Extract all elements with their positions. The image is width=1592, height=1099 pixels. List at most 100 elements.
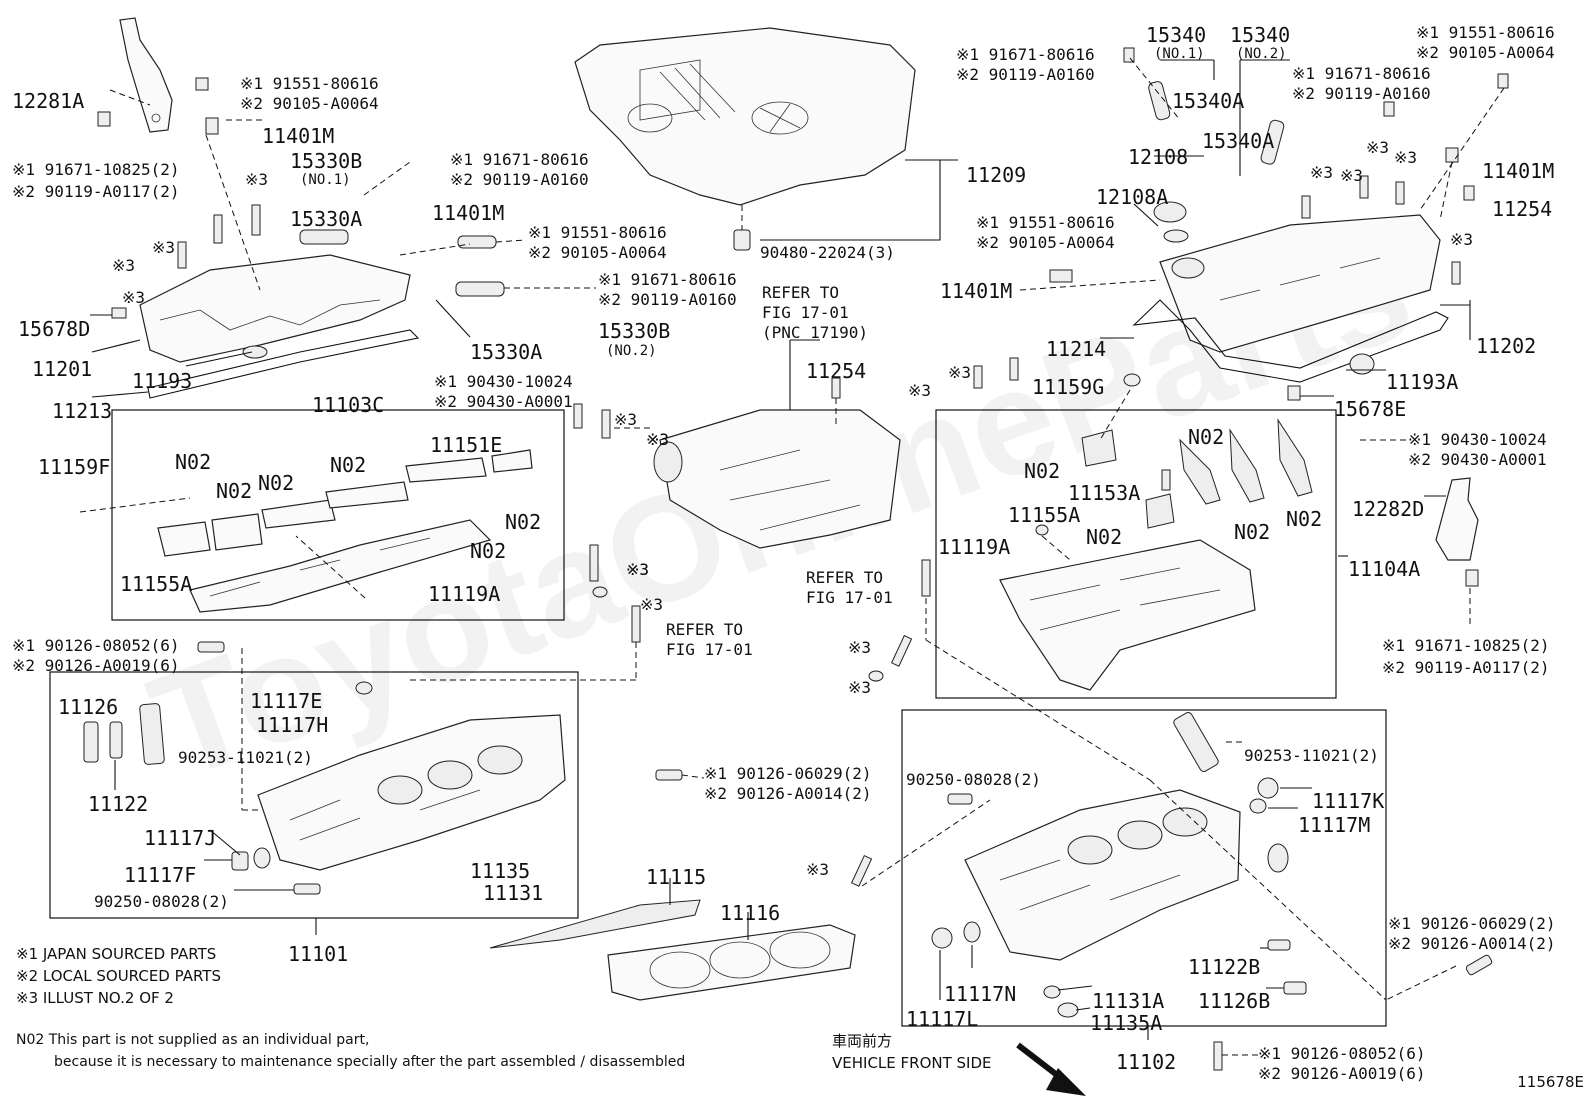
front-side-jp: 車両前方 <box>832 1032 893 1050</box>
part-label-l12: 15330A <box>290 207 362 231</box>
part-label-l9: ※1 91671-80616 <box>450 150 589 169</box>
part-label-l45: ※3 <box>626 560 649 579</box>
part-label-l132: 11135A <box>1090 1011 1162 1035</box>
part-label-l21: 15678D <box>18 317 90 341</box>
part-label-l93: 11401M <box>1482 159 1554 183</box>
bracket-12281a <box>119 17 173 133</box>
part-label-l42: 11119A <box>428 582 500 606</box>
cylinder-head-11101 <box>257 714 566 871</box>
part-label-l92: ※3 <box>1340 166 1363 185</box>
part-label-l57: 11135 <box>470 859 530 883</box>
part-label-l112: 11155A <box>1008 503 1080 527</box>
part-label-l51: 11126 <box>58 695 118 719</box>
part-label-l6: ※2 90119-A0117(2) <box>12 182 180 201</box>
part-label-l104: 11159G <box>1032 375 1104 399</box>
part-label-l118: 11104A <box>1348 557 1420 581</box>
part-label-l120: ※2 90119-A0117(2) <box>1382 658 1550 677</box>
part-label-l17: ※3 <box>112 256 135 275</box>
front-side-en: VEHICLE FRONT SIDE <box>832 1054 992 1072</box>
part-label-l87: 15340A <box>1202 129 1274 153</box>
part-label-l114: N02 <box>1286 507 1322 531</box>
engine-cover-11209 <box>574 27 916 206</box>
part-label-l107: N02 <box>1188 425 1224 449</box>
part-label-l68: (PNC 17190) <box>762 323 868 342</box>
cam-caps-right <box>973 357 1313 536</box>
part-label-l130: 11131A <box>1092 989 1164 1013</box>
note-local-sourced: ※2 LOCAL SOURCED PARTS <box>16 967 221 985</box>
cylinder-head-11102 <box>964 789 1241 961</box>
part-label-l39: N02 <box>505 510 541 534</box>
part-label-l131: 11117L <box>906 1007 978 1031</box>
part-label-l82: ※1 91551-80616 <box>1416 23 1555 42</box>
part-label-l96: ※1 91551-80616 <box>976 213 1115 232</box>
part-label-l28: ※1 90430-10024 <box>434 372 573 391</box>
part-label-l14: ※3 <box>152 238 175 257</box>
cam-cover-11201 <box>139 254 411 363</box>
note-n02-line2: because it is necessary to maintenance s… <box>54 1054 686 1070</box>
part-label-l64: 11209 <box>966 163 1026 187</box>
valve-parts-right <box>850 634 1493 1071</box>
part-label-l84: ※1 91671-80616 <box>1292 64 1431 83</box>
part-label-l31: ※3 <box>614 410 637 429</box>
part-label-l44: ※2 90126-A0019(6) <box>12 656 180 675</box>
part-label-l26: 11193 <box>132 369 192 393</box>
part-label-l62: 11115 <box>646 865 706 889</box>
part-label-l91: ※3 <box>1310 163 1333 182</box>
part-label-l33: 11151E <box>430 433 502 457</box>
part-label-l60: 90250-08028(2) <box>94 892 229 911</box>
part-label-l113: 12282D <box>1352 497 1424 521</box>
part-label-l119: ※1 91671-10825(2) <box>1382 636 1550 655</box>
part-label-l123: 11117K <box>1312 789 1384 813</box>
part-label-l37: N02 <box>258 471 294 495</box>
part-label-l124: 11117M <box>1298 813 1370 837</box>
part-label-l75: ※3 <box>806 860 829 879</box>
part-label-l136: ※3 <box>626 560 649 579</box>
part-label-l76: 15340 <box>1146 23 1206 47</box>
part-label-l105: 11193A <box>1386 370 1458 394</box>
part-label-l10: ※2 90119-A0160 <box>450 170 589 189</box>
gasket-11214 <box>1132 299 1449 383</box>
part-label-l19: ※1 91671-80616 <box>598 270 737 289</box>
oil-filler-cap-12108 <box>1153 201 1189 243</box>
part-label-l133: 11102 <box>1116 1050 1176 1074</box>
note-illust-no2: ※3 ILLUST NO.2 OF 2 <box>16 989 174 1007</box>
part-label-l58: 11117F <box>124 863 196 887</box>
part-label-l98: ※3 <box>1450 230 1473 249</box>
part-label-l40: N02 <box>470 539 506 563</box>
part-label-l125: ※1 90126-06029(2) <box>1388 914 1556 933</box>
part-label-l88: 12108 <box>1128 145 1188 169</box>
part-label-l23: 15330B <box>598 319 670 343</box>
part-label-l53: ※1 90126-06029(2) <box>704 764 872 783</box>
part-label-l73: ※3 <box>848 638 871 657</box>
part-label-l67: FIG 17-01 <box>762 303 849 322</box>
part-label-l63: 11116 <box>720 901 780 925</box>
part-label-l13: 11401M <box>432 201 504 225</box>
part-label-l94: 12108A <box>1096 185 1168 209</box>
part-label-l77: (NO.1) <box>1154 46 1205 62</box>
part-label-l80: ※1 91671-80616 <box>956 45 1095 64</box>
part-label-l99: 11401M <box>940 279 1012 303</box>
part-label-l79: (NO.2) <box>1236 46 1287 62</box>
part-label-l35: N02 <box>175 450 211 474</box>
valve-guides-left <box>83 641 683 895</box>
part-label-l72: FIG 17-01 <box>806 588 893 607</box>
part-label-l4: 11401M <box>262 124 334 148</box>
part-label-l34: 11159F <box>38 455 110 479</box>
gasket-11213 <box>147 329 420 399</box>
part-label-l54: ※2 90126-A0014(2) <box>704 784 872 803</box>
figure-id: 115678E <box>1517 1073 1584 1091</box>
part-label-l8: (NO.1) <box>300 172 351 188</box>
group-box-11103c <box>111 409 565 621</box>
part-label-l41: 11155A <box>120 572 192 596</box>
part-label-l5: ※1 91671-10825(2) <box>12 160 180 179</box>
cam-bearing-caps-11103c <box>157 449 533 613</box>
part-label-l24: (NO.2) <box>606 343 657 359</box>
part-label-l74: ※3 <box>848 678 871 697</box>
part-label-l69: 11254 <box>806 359 866 383</box>
part-number-labels: 12281A※1 91551-80616※2 90105-A006411401M… <box>12 23 1556 1083</box>
part-label-l78: 15340 <box>1230 23 1290 47</box>
part-label-l18: ※3 <box>122 288 145 307</box>
part-label-l127: 11122B <box>1188 955 1260 979</box>
